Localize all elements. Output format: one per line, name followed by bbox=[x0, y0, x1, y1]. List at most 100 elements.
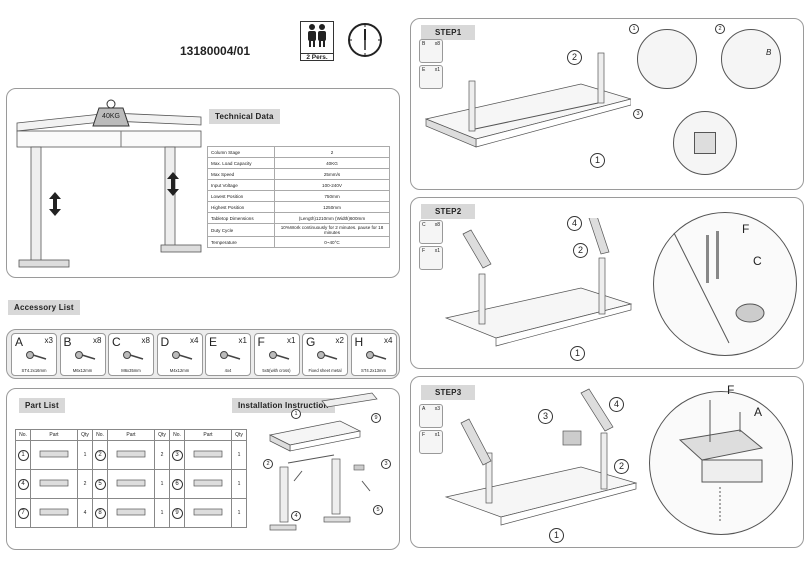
part-image bbox=[30, 469, 78, 499]
part-number: 1 bbox=[15, 440, 31, 470]
part-image bbox=[184, 469, 232, 499]
step3-callout-3: 3 bbox=[538, 409, 553, 424]
part-list-panel: Part List Installation Instruction No.Pa… bbox=[6, 388, 400, 550]
step3-label-a: A bbox=[754, 405, 763, 419]
part-icon bbox=[193, 450, 223, 458]
technical-data-label: Highest Position bbox=[207, 201, 275, 213]
part-number: 4 bbox=[15, 469, 31, 499]
screw-icon bbox=[74, 351, 95, 360]
part-list-title: Part List bbox=[19, 398, 65, 413]
step1-title: STEP1 bbox=[421, 25, 476, 40]
step1-detail-3-plate bbox=[694, 132, 716, 154]
screw-icon bbox=[268, 351, 289, 360]
accessory-spec: ST4.2x16mm bbox=[21, 368, 47, 373]
accessory-letter: D bbox=[160, 335, 170, 349]
step1-detail-1 bbox=[637, 29, 697, 89]
part-qty: 2 bbox=[154, 440, 170, 470]
part-qty: 1 bbox=[154, 469, 170, 499]
step2-detail bbox=[653, 212, 797, 356]
part-image bbox=[184, 440, 232, 470]
document-number: 13180004/01 bbox=[180, 44, 251, 58]
part-icon bbox=[193, 479, 223, 487]
technical-data-title: Technical Data bbox=[209, 109, 280, 124]
desk-illustration bbox=[16, 112, 202, 268]
part-number: 5 bbox=[92, 469, 108, 499]
step1-detail-3 bbox=[673, 111, 737, 175]
part-list-header: Qty bbox=[231, 429, 247, 441]
accessory-spec: Fixed sheet metal bbox=[308, 368, 342, 373]
step3-illustration bbox=[444, 388, 638, 526]
installation-instruction-title: Installation Instruction bbox=[232, 398, 335, 413]
part-list-header: No. bbox=[92, 429, 108, 441]
technical-data-label: Column Stage bbox=[207, 146, 275, 158]
accessory-spec: M6x35mm bbox=[121, 368, 141, 373]
accessory-qty: x8 bbox=[141, 336, 150, 345]
technical-data-label: Duty Cycle bbox=[207, 223, 275, 237]
step2-label-c: C bbox=[753, 254, 762, 268]
screw-icon bbox=[365, 351, 386, 360]
part-list-header: Part bbox=[30, 429, 78, 441]
part-number: 8 bbox=[92, 498, 108, 528]
accessory-qty: x3 bbox=[44, 336, 53, 345]
part-image bbox=[30, 440, 78, 470]
part-image bbox=[107, 440, 155, 470]
screw-icon bbox=[26, 351, 47, 360]
accessory-qty: x4 bbox=[190, 336, 199, 345]
screw-icon bbox=[171, 351, 192, 360]
screw-icon bbox=[317, 351, 338, 360]
weight-icon: 40KG bbox=[91, 99, 131, 132]
accessory-qty: x2 bbox=[335, 336, 344, 345]
part-icon bbox=[193, 508, 223, 516]
step1-detail-2-callout: 2 bbox=[715, 24, 725, 34]
part-list-header: No. bbox=[15, 429, 31, 441]
part-image bbox=[107, 469, 155, 499]
accessory-qty: x4 bbox=[384, 336, 393, 345]
part-icon bbox=[116, 508, 146, 516]
step1-detail-1-callout: 1 bbox=[629, 24, 639, 34]
technical-data-value: 2 bbox=[274, 146, 390, 158]
accessory-letter: B bbox=[63, 335, 72, 349]
step1-detail-2: B bbox=[721, 29, 781, 89]
technical-data-value: 25mm/s bbox=[274, 168, 390, 180]
technical-data-value: 10%Work continuously for 2 minutes. paus… bbox=[274, 223, 390, 237]
technical-data-label: Tabletop Dimensions bbox=[207, 212, 275, 224]
part-icon bbox=[116, 450, 146, 458]
part-list-header: No. bbox=[169, 429, 185, 441]
part-number: 9 bbox=[169, 498, 185, 528]
step3-label-f: F bbox=[727, 383, 735, 397]
step1-callout-1: 1 bbox=[590, 153, 605, 168]
accessory-qty: x8 bbox=[93, 336, 102, 345]
step3-callout-4: 4 bbox=[609, 397, 624, 412]
step2-title: STEP2 bbox=[421, 204, 476, 219]
part-icon bbox=[116, 479, 146, 487]
technical-data-label: Max Speed bbox=[207, 168, 275, 180]
part-qty: 1 bbox=[231, 440, 247, 470]
part-image bbox=[30, 498, 78, 528]
technical-data-label: Lowest Position bbox=[207, 190, 275, 202]
accessory-spec: M6x12mm bbox=[72, 368, 93, 373]
part-number: 2 bbox=[92, 440, 108, 470]
persons-label: 2 Pers. bbox=[301, 53, 333, 61]
accessory-letter: G bbox=[306, 335, 316, 349]
technical-data-label: Max. Load Capacity bbox=[207, 157, 275, 169]
exploded-callout-2: 2 bbox=[263, 459, 273, 469]
part-image bbox=[107, 498, 155, 528]
technical-data-row: Tabletop Dimensions(Length)1210mm (Width… bbox=[207, 212, 390, 224]
